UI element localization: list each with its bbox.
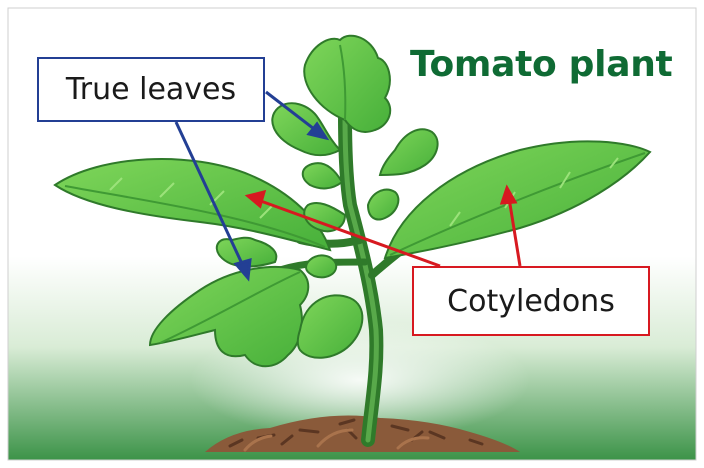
cotyledons-label: Cotyledons bbox=[412, 266, 650, 336]
diagram-title: Tomato plant bbox=[410, 44, 672, 85]
true-leaves-label: True leaves bbox=[37, 57, 265, 122]
